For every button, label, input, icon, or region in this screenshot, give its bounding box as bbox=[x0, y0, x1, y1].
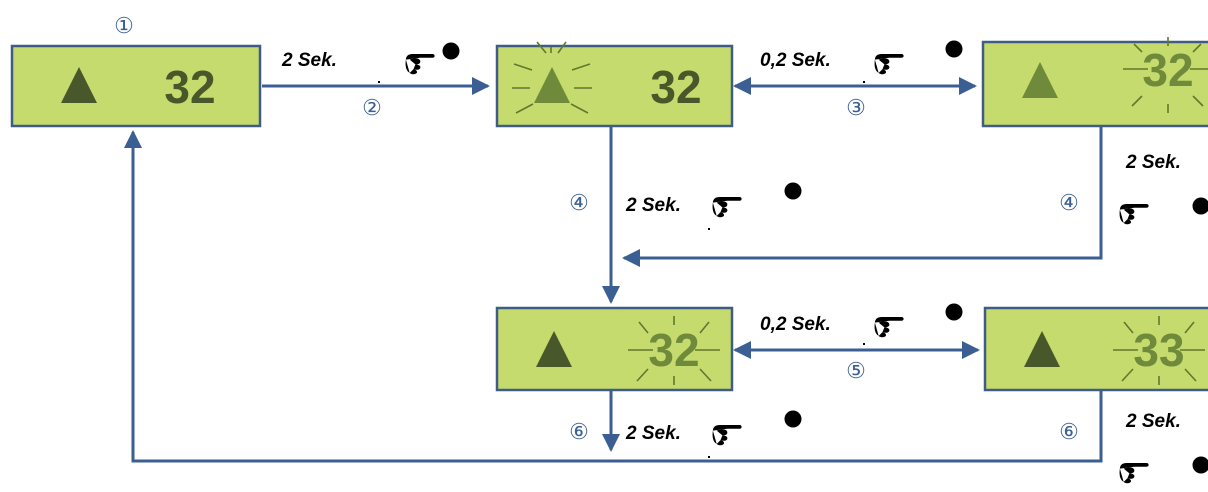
blink-rays-icon bbox=[1113, 316, 1205, 385]
step-6b-label: ⑥ bbox=[1059, 419, 1079, 444]
filled-circle-icon bbox=[1192, 456, 1208, 474]
step-2-label: ② bbox=[362, 95, 382, 120]
display-value: 32 bbox=[648, 324, 699, 376]
display-value: 32 bbox=[650, 61, 701, 113]
lcd-display-3: 32 bbox=[981, 37, 1208, 128]
time-label-1-to-2: 2 Sek. bbox=[281, 50, 337, 71]
pointing-hand-icon bbox=[1119, 462, 1149, 484]
arrow-3-to-4 bbox=[622, 126, 1103, 267]
display-value: 32 bbox=[1142, 44, 1193, 96]
step-4a-label: ④ bbox=[569, 190, 589, 215]
pointing-hand-icon bbox=[874, 316, 904, 338]
filled-circle-icon bbox=[945, 40, 963, 58]
step-3-label: ③ bbox=[846, 95, 866, 120]
triangle-up-icon bbox=[1022, 62, 1058, 98]
filled-circle-icon bbox=[945, 303, 963, 321]
filled-circle-icon bbox=[784, 182, 802, 200]
blink-rays-icon bbox=[512, 41, 592, 114]
time-label-5-to-1: 2 Sek. bbox=[1125, 411, 1181, 432]
triangle-up-icon bbox=[534, 67, 570, 103]
step-6a-label: ⑥ bbox=[569, 419, 589, 444]
pointing-hand-icon bbox=[874, 53, 904, 75]
filled-circle-icon bbox=[442, 42, 460, 60]
filled-circle-icon bbox=[1192, 197, 1208, 215]
arrow-5-return-to-1 bbox=[124, 130, 1103, 463]
lcd-display-5: 33 bbox=[983, 306, 1208, 392]
time-label-4-to-1: 2 Sek. bbox=[625, 423, 681, 444]
pointing-hand-icon bbox=[712, 424, 742, 446]
display-value: 32 bbox=[164, 61, 215, 113]
time-label-2-to-4: 2 Sek. bbox=[625, 195, 681, 216]
lcd-display-2: 32 bbox=[495, 41, 734, 128]
time-label-4-to-5: 0,2 Sek. bbox=[760, 314, 831, 335]
pointing-hand-icon bbox=[712, 196, 742, 218]
blink-rays-icon bbox=[628, 316, 720, 385]
lcd-display-1: 32 bbox=[10, 44, 262, 128]
time-label-2-to-3: 0,2 Sek. bbox=[760, 50, 831, 71]
step-4b-label: ④ bbox=[1059, 190, 1079, 215]
step-5-label: ⑤ bbox=[846, 358, 866, 383]
display-value: 33 bbox=[1133, 324, 1184, 376]
lcd-display-4: 32 bbox=[495, 306, 734, 392]
filled-circle-icon bbox=[784, 410, 802, 428]
triangle-up-icon bbox=[536, 331, 572, 367]
step-1-label: ① bbox=[114, 13, 134, 38]
pointing-hand-icon bbox=[405, 53, 435, 75]
triangle-up-icon bbox=[61, 67, 97, 103]
pointing-hand-icon bbox=[1119, 203, 1149, 225]
blink-rays-icon bbox=[1123, 37, 1208, 113]
triangle-up-icon bbox=[1024, 331, 1060, 367]
time-label-3-to-4: 2 Sek. bbox=[1125, 152, 1181, 173]
